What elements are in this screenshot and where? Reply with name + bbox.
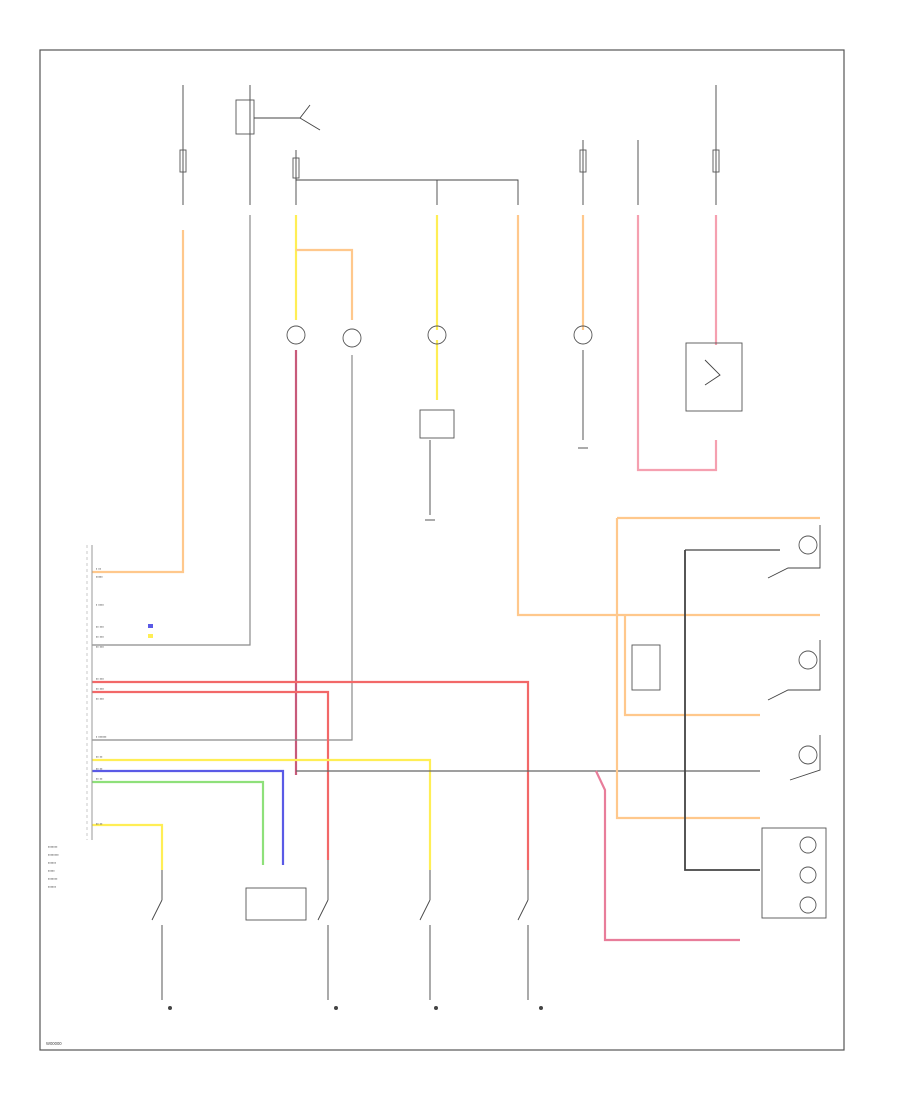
svg-text:▪▪ ▪▪▪: ▪▪ ▪▪▪ [96,645,104,649]
svg-text:▪▪▪▪▪▪: ▪▪▪▪▪▪ [48,885,57,889]
sw1-ground-icon [168,1006,172,1010]
trunk-switch-box [419,409,455,439]
relay-right-switch [704,359,721,386]
wire-orange-right [516,215,617,617]
bus-top [295,178,519,205]
svg-text:▪ ▪▪▪▪▪▪: ▪ ▪▪▪▪▪▪ [96,735,107,739]
wire-orange-lamp [296,248,354,320]
lamp-trunk-icon [427,325,447,345]
fuse-1-icon [179,149,187,173]
sw3-ground-icon [334,1006,338,1010]
lamp-left-icon [286,325,306,345]
sw2-box [245,887,307,921]
svg-text:▪▪▪▪▪: ▪▪▪▪▪ [48,869,55,873]
sw5-ground-icon [539,1006,543,1010]
pin-blue-marker [148,624,153,628]
relay-switch [254,104,311,119]
sw4-contact [419,899,431,921]
svg-text:▪▪ ▪▪: ▪▪ ▪▪ [96,755,103,759]
lamp-glove-icon [573,325,593,345]
sw5-contact [517,899,529,921]
right-lamp-6-icon [799,896,817,914]
svg-text:▪▪▪▪▪▪: ▪▪▪▪▪▪ [48,861,57,865]
right-lamp-2-switch [767,640,821,701]
wire-pink-loop [636,215,718,472]
wire-yellow-low [92,823,164,870]
right-lamp-5-icon [799,866,817,884]
wire-blue [92,769,285,865]
wire-orange-main [92,230,185,574]
wire-green [92,780,265,865]
right-lamp-3-switch [789,735,821,781]
components [286,325,743,521]
svg-text:▪▪ ▪▪▪: ▪▪ ▪▪▪ [96,687,104,691]
wire-orange-right-v [615,518,760,820]
relay-switch-b [299,117,321,131]
sw4-ground-icon [434,1006,438,1010]
right-lamps [631,525,827,919]
wire-gray-right-lamp [92,355,353,741]
right-lamp-2-icon [798,650,818,670]
wire-pink-bottom [595,770,740,942]
svg-text:▪ ▪▪▪▪: ▪ ▪▪▪▪ [96,603,104,607]
right-lamp-1-switch [767,525,821,579]
right-switch-group [761,827,827,919]
svg-text:▪▪▪▪▪▪▪: ▪▪▪▪▪▪▪ [48,877,58,881]
wire-red-2 [92,690,330,860]
svg-text:▪▪ ▪▪▪: ▪▪ ▪▪▪ [96,697,104,701]
relay-1-icon [235,99,255,135]
svg-text:▪▪▪▪▪: ▪▪▪▪▪ [96,575,103,579]
svg-text:▪▪ ▪▪▪: ▪▪ ▪▪▪ [96,677,104,681]
wire-dark-right [684,550,760,871]
wire-red-1 [92,680,530,870]
module-pin-labels: ▪ ▪▪ ▪▪▪▪▪ ▪ ▪▪▪▪ ▪▪ ▪▪▪ ▪▪ ▪▪▪ ▪▪ ▪▪▪ ▪▪ ▪… [96,567,107,826]
sw3-contact [317,899,329,921]
svg-text:▪ ▪▪: ▪ ▪▪ [96,567,102,571]
pin-yellow-marker [148,634,153,638]
right-lamp-4-icon [799,836,817,854]
lamp-right-icon [342,328,362,348]
svg-text:▪▪ ▪▪: ▪▪ ▪▪ [96,777,103,781]
fuse-7-icon [712,149,720,173]
svg-text:▪▪ ▪▪▪: ▪▪ ▪▪▪ [96,635,104,639]
control-module: ▪ ▪▪ ▪▪▪▪▪ ▪ ▪▪▪▪ ▪▪ ▪▪▪ ▪▪ ▪▪▪ ▪▪ ▪▪▪ ▪▪ ▪… [48,545,153,889]
wire-yellow-h [92,758,432,870]
sw1-contact [151,899,163,921]
svg-text:▪▪ ▪▪▪: ▪▪ ▪▪▪ [96,625,104,629]
right-lamp-3-icon [798,745,818,765]
right-lamp-1-icon [798,535,818,555]
ground-block-right [631,644,661,691]
svg-text:▪▪ ▪▪: ▪▪ ▪▪ [96,767,103,771]
svg-text:▪▪▪▪▪▪▪▪: ▪▪▪▪▪▪▪▪ [48,853,59,857]
wire-group [92,215,820,942]
diagram-frame [39,49,845,1051]
fuse-5-icon [579,149,587,173]
wire-orange-right-mid [623,615,760,717]
svg-text:▪▪▪▪▪▪▪: ▪▪▪▪▪▪▪ [48,845,58,849]
fuse-sources [179,85,720,205]
bottom-switches [151,860,543,1010]
relay-box-right [685,342,743,412]
wire-gray-key [92,215,251,646]
svg-text:▪▪ ▪▪: ▪▪ ▪▪ [96,822,103,826]
module-name-label: ▪▪▪▪▪▪▪▪▪▪▪▪▪▪▪ ▪▪▪▪▪▪▪▪▪▪▪ ▪▪▪▪▪▪▪▪▪▪▪▪… [48,845,59,889]
footer-code: W00000 [46,1041,62,1046]
